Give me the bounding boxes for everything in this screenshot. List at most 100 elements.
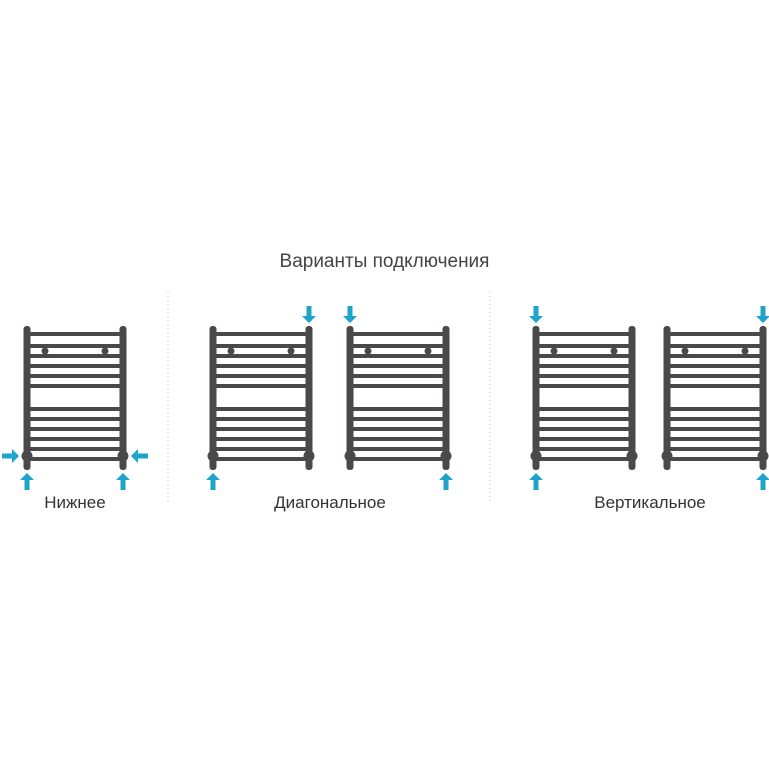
- radiator-connector: [661, 450, 673, 462]
- radiator-connector: [530, 450, 542, 462]
- radiator-connector: [440, 450, 452, 462]
- radiator-rail: [536, 417, 632, 421]
- radiator-rail: [667, 437, 763, 441]
- radiator-rail: [350, 437, 446, 441]
- radiator-bracket: [41, 347, 49, 355]
- radiator-rail: [536, 384, 632, 388]
- radiator-connector: [303, 450, 315, 462]
- radiator-riser: [346, 326, 354, 470]
- radiator-rail: [667, 364, 763, 368]
- variant-label-vertical: Вертикальное: [594, 493, 706, 512]
- radiator-bracket: [287, 347, 295, 355]
- radiator-rail: [536, 437, 632, 441]
- radiator-riser: [759, 326, 767, 470]
- radiator-rail: [350, 417, 446, 421]
- radiator-rail: [667, 332, 763, 336]
- radiator-rail: [213, 374, 309, 378]
- arrow-down-icon: [756, 306, 769, 323]
- radiator-bracket: [364, 347, 372, 355]
- radiator-bracket: [610, 347, 618, 355]
- radiator-rail: [213, 384, 309, 388]
- radiator-rail: [213, 447, 309, 451]
- radiator-riser: [23, 326, 31, 470]
- radiator-rail: [667, 384, 763, 388]
- radiator-rail: [27, 364, 123, 368]
- arrow-right-icon: [2, 449, 19, 463]
- radiator-rail: [213, 364, 309, 368]
- radiator-rail: [350, 407, 446, 411]
- radiator-rail: [667, 344, 763, 348]
- radiator-rail: [667, 447, 763, 451]
- radiator-rail: [27, 374, 123, 378]
- radiator-rail: [213, 457, 309, 461]
- radiator-bracket: [424, 347, 432, 355]
- radiator-rail: [213, 344, 309, 348]
- variant-label-bottom: Нижнее: [44, 493, 106, 512]
- radiator-connector: [626, 450, 638, 462]
- radiator-rail: [27, 437, 123, 441]
- radiator-rail: [667, 417, 763, 421]
- radiator-rail: [350, 427, 446, 431]
- radiator-connector: [757, 450, 769, 462]
- radiator-riser: [305, 326, 313, 470]
- radiator-rail: [536, 344, 632, 348]
- arrow-down-icon: [302, 306, 316, 323]
- radiator-rail: [350, 384, 446, 388]
- radiator-rail: [536, 457, 632, 461]
- radiator-rail: [350, 344, 446, 348]
- radiator-rail: [536, 374, 632, 378]
- radiator-rail: [27, 354, 123, 358]
- radiator-rail: [536, 407, 632, 411]
- arrow-down-icon: [529, 306, 543, 323]
- arrow-up-icon: [206, 473, 220, 490]
- arrow-up-icon: [439, 473, 453, 490]
- radiator-bracket: [741, 347, 749, 355]
- arrow-up-icon: [529, 473, 543, 490]
- radiator-rail: [350, 354, 446, 358]
- diagram-title: Варианты подключения: [279, 251, 490, 272]
- arrow-down-icon: [343, 306, 357, 323]
- radiator-rail: [536, 447, 632, 451]
- radiator-rail: [667, 407, 763, 411]
- radiator-rail: [27, 344, 123, 348]
- radiator-riser: [442, 326, 450, 470]
- radiator-rail: [27, 332, 123, 336]
- radiator-rail: [27, 417, 123, 421]
- radiator-connector: [117, 450, 129, 462]
- radiator-rail: [536, 364, 632, 368]
- radiator-bracket: [550, 347, 558, 355]
- radiator-rail: [27, 384, 123, 388]
- radiator-rail: [27, 457, 123, 461]
- radiator-rail: [350, 374, 446, 378]
- radiator-rail: [213, 427, 309, 431]
- radiator-rail: [213, 437, 309, 441]
- radiator-rail: [667, 427, 763, 431]
- radiator-rail: [213, 354, 309, 358]
- radiator-riser: [119, 326, 127, 470]
- radiator-rail: [27, 407, 123, 411]
- radiator-bracket: [227, 347, 235, 355]
- radiator-riser: [628, 326, 636, 470]
- arrow-left-icon: [131, 449, 148, 463]
- radiator-rail: [536, 332, 632, 336]
- radiator-connector: [207, 450, 219, 462]
- arrow-up-icon: [116, 473, 130, 490]
- radiator-rail: [667, 354, 763, 358]
- radiator-bracket: [681, 347, 689, 355]
- radiator-riser: [209, 326, 217, 470]
- radiator-rail: [536, 354, 632, 358]
- radiator-rail: [27, 427, 123, 431]
- radiator-rail: [213, 407, 309, 411]
- radiator-connector: [344, 450, 356, 462]
- radiator-rail: [213, 332, 309, 336]
- radiator-rail: [350, 332, 446, 336]
- radiator-riser: [532, 326, 540, 470]
- radiator-rail: [536, 427, 632, 431]
- radiator-rail: [350, 364, 446, 368]
- radiator-rail: [213, 417, 309, 421]
- radiator-rail: [667, 374, 763, 378]
- arrow-up-icon: [756, 473, 769, 490]
- radiator-riser: [663, 326, 671, 470]
- arrow-up-icon: [20, 473, 34, 490]
